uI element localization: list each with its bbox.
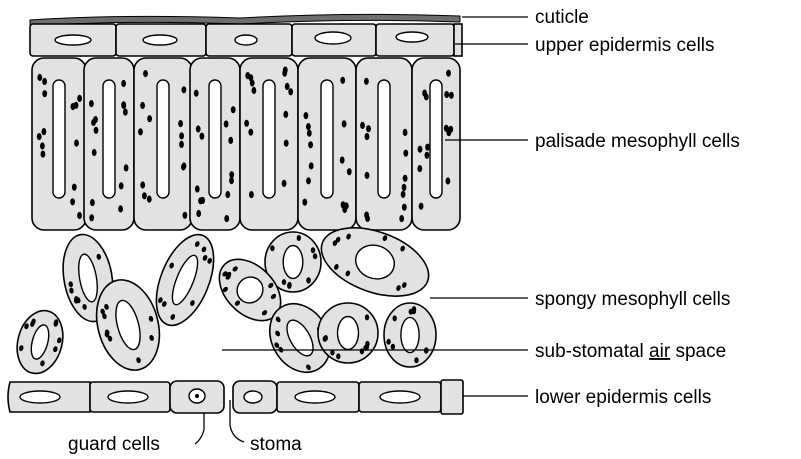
palisade-cell	[134, 58, 192, 230]
palisade-cell	[190, 58, 240, 230]
label-lower-epidermis-cells: lower epidermis cells	[535, 387, 711, 408]
label-air-space-word: air	[649, 341, 671, 362]
lower-epidermis-layer	[8, 380, 463, 414]
label-guard-cells: guard cells	[68, 434, 160, 455]
palisade-cell	[298, 58, 356, 230]
spongy-cell	[384, 303, 436, 367]
label-stoma: stoma	[250, 434, 302, 455]
spongy-mesophyll-layer	[10, 215, 437, 384]
label-palisade-mesophyll-cells: palisade mesophyll cells	[535, 131, 740, 152]
label-upper-epidermis-cells: upper epidermis cells	[535, 35, 715, 56]
label-air-space-suffix: space	[670, 341, 726, 362]
spongy-cell	[10, 305, 69, 378]
palisade-cell	[412, 58, 460, 230]
label-air-space-prefix: sub-stomatal	[535, 341, 649, 362]
label-cuticle: cuticle	[535, 7, 589, 28]
palisade-cell	[84, 58, 134, 230]
palisade-cell	[32, 58, 86, 230]
palisade-cell	[240, 58, 298, 230]
spongy-cell	[318, 303, 378, 363]
label-sub-stomatal-air-space: sub-stomatal air space	[535, 341, 726, 362]
upper-epidermis-layer	[30, 24, 462, 56]
palisade-cell	[356, 58, 412, 230]
palisade-mesophyll-layer	[32, 58, 460, 230]
label-spongy-mesophyll-cells: spongy mesophyll cells	[535, 289, 730, 310]
